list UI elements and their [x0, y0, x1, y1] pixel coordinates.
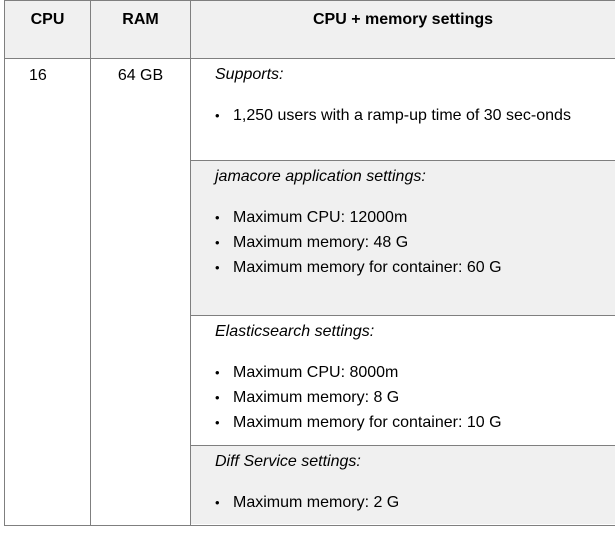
list-item: • Maximum CPU: 8000m	[215, 362, 605, 384]
cell-cpu: 16	[4, 58, 91, 526]
list-item-text: Maximum CPU: 8000m	[233, 364, 399, 381]
list-item: • Maximum memory: 48 G	[215, 232, 605, 254]
list-item: • Maximum CPU: 12000m	[215, 207, 605, 229]
list-item-text: Maximum memory: 8 G	[233, 389, 400, 406]
list-item: • Maximum memory: 8 G	[215, 387, 605, 409]
list-item-text: 1,250 users with a ramp-up time of 30 se…	[233, 107, 571, 124]
settings-block-elasticsearch: Elasticsearch settings: • Maximum CPU: 8…	[191, 316, 615, 446]
list-item-text: Maximum memory: 2 G	[233, 494, 400, 511]
list-item-text: Maximum memory for container: 60 G	[233, 259, 502, 276]
header-row: CPU RAM CPU + memory settings	[4, 0, 615, 59]
cell-ram: 64 GB	[90, 58, 191, 526]
header-cpu: CPU	[4, 0, 91, 59]
block-title: jamacore application settings:	[215, 168, 426, 185]
cell-settings: Supports: • 1,250 users with a ramp-up t…	[190, 58, 615, 526]
hardware-settings-table: CPU RAM CPU + memory settings 16 64 GB S…	[4, 0, 615, 526]
list-item: • Maximum memory for container: 10 G	[215, 412, 605, 434]
bullet-icon: •	[215, 108, 220, 123]
bullet-icon: •	[215, 390, 220, 405]
bullet-icon: •	[215, 495, 220, 510]
bullet-icon: •	[215, 235, 220, 250]
bullet-icon: •	[215, 210, 220, 225]
list-item-text: Maximum CPU: 12000m	[233, 209, 408, 226]
table-row: 16 64 GB Supports: • 1,250 users with a …	[4, 58, 615, 526]
list-item: • 1,250 users with a ramp-up time of 30 …	[215, 105, 605, 127]
settings-block-diff-service: Diff Service settings: • Maximum memory:…	[191, 446, 615, 524]
block-title: Elasticsearch settings:	[215, 323, 375, 340]
bullet-list: • Maximum CPU: 12000m • Maximum memory: …	[215, 207, 605, 279]
bullet-icon: •	[215, 365, 220, 380]
bullet-list: • Maximum CPU: 8000m • Maximum memory: 8…	[215, 362, 605, 434]
header-settings: CPU + memory settings	[190, 0, 615, 59]
list-item-text: Maximum memory for container: 10 G	[233, 414, 502, 431]
bullet-list: • Maximum memory: 2 G	[215, 492, 605, 514]
bullet-icon: •	[215, 415, 220, 430]
block-title: Supports:	[215, 66, 284, 83]
block-title: Diff Service settings:	[215, 453, 361, 470]
list-item: • Maximum memory for container: 60 G	[215, 257, 605, 279]
settings-block-supports: Supports: • 1,250 users with a ramp-up t…	[191, 59, 615, 161]
settings-block-jamacore: jamacore application settings: • Maximum…	[191, 161, 615, 316]
bullet-icon: •	[215, 260, 220, 275]
list-item-text: Maximum memory: 48 G	[233, 234, 409, 251]
bullet-list: • 1,250 users with a ramp-up time of 30 …	[215, 105, 605, 127]
list-item: • Maximum memory: 2 G	[215, 492, 605, 514]
header-ram: RAM	[90, 0, 191, 59]
